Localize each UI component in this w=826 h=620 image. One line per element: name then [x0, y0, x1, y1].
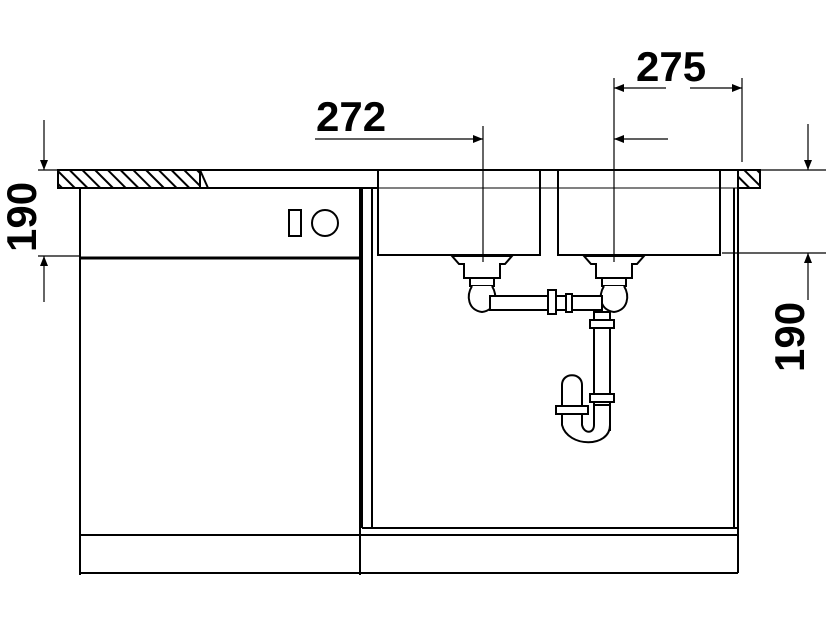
dishwasher-rect-icon: [288, 209, 302, 237]
dimension-left-height-label: 190: [0, 182, 45, 252]
dishwasher: [79, 188, 361, 575]
overflow-connector-pipe: [489, 295, 603, 311]
right-drain: [581, 255, 647, 279]
right-bowl: [557, 170, 721, 256]
dimension-right-height: 190: [722, 124, 826, 372]
p-trap: [561, 374, 611, 444]
dimension-right-bowl-offset-label: 275: [636, 43, 706, 90]
dimension-left-bowl-offset: 272: [315, 93, 484, 262]
dimension-right-bowl-offset: 275: [613, 43, 743, 262]
dimension-left-bowl-offset-label: 272: [316, 93, 386, 140]
countertop-step-left: [199, 169, 209, 189]
dishwasher-knob-icon: [311, 209, 339, 237]
dimension-right-height-label: 190: [766, 302, 813, 372]
left-bowl: [377, 170, 541, 256]
left-drain: [449, 255, 515, 279]
countertop-hatch-left: [57, 169, 201, 189]
sink-bowls: [377, 170, 738, 256]
countertop: [57, 169, 761, 189]
waste-fittings: [449, 255, 647, 444]
sink-cabinet: [361, 188, 739, 535]
countertop-hatch-right: [737, 169, 761, 189]
dimension-left-height: 190: [0, 120, 200, 302]
plinth: [80, 534, 739, 574]
